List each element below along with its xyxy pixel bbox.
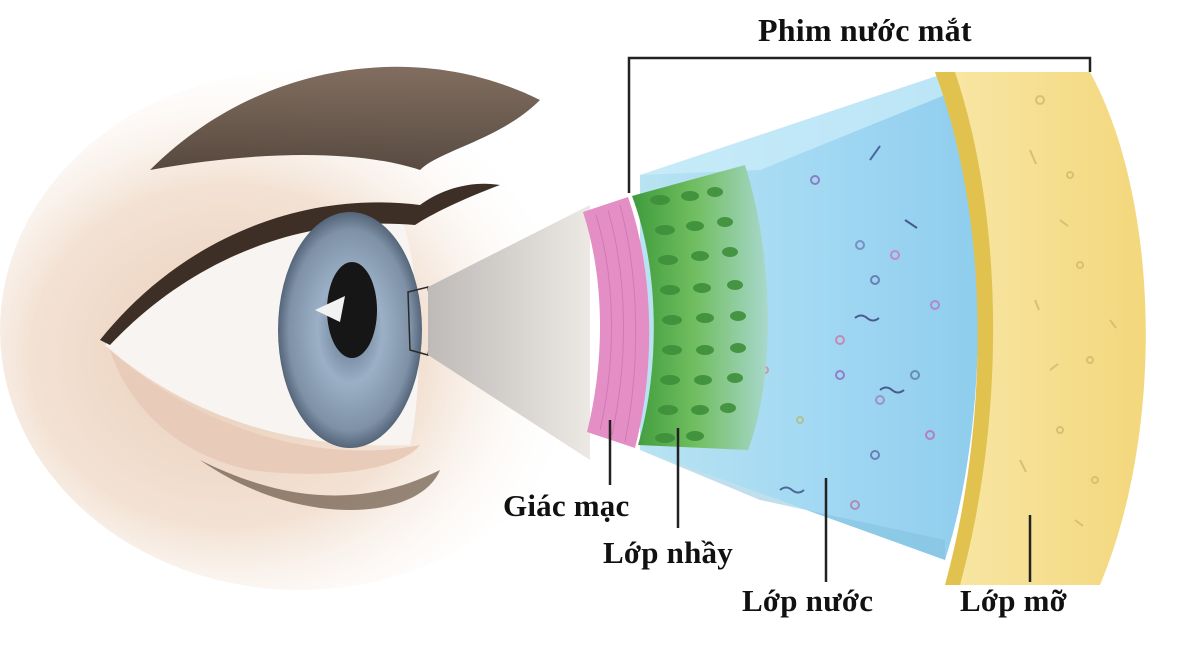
label-aqueous-layer: Lớp nước xyxy=(742,583,874,618)
magnification-beam xyxy=(428,205,590,460)
mucin-strands xyxy=(650,187,746,443)
leader-lines xyxy=(608,56,1092,582)
lipid-particles xyxy=(1019,95,1117,527)
cornea-shape xyxy=(583,197,650,448)
label-cornea: Giác mạc xyxy=(503,488,630,523)
eye-illustration xyxy=(0,66,600,590)
lipid-layer-shape xyxy=(935,72,1146,585)
tear-film-bracket xyxy=(627,56,1092,193)
label-mucin-layer: Lớp nhầy xyxy=(603,535,733,570)
tear-film-title: Phim nước mắt xyxy=(758,12,972,48)
label-lipid-layer: Lớp mỡ xyxy=(960,583,1068,618)
